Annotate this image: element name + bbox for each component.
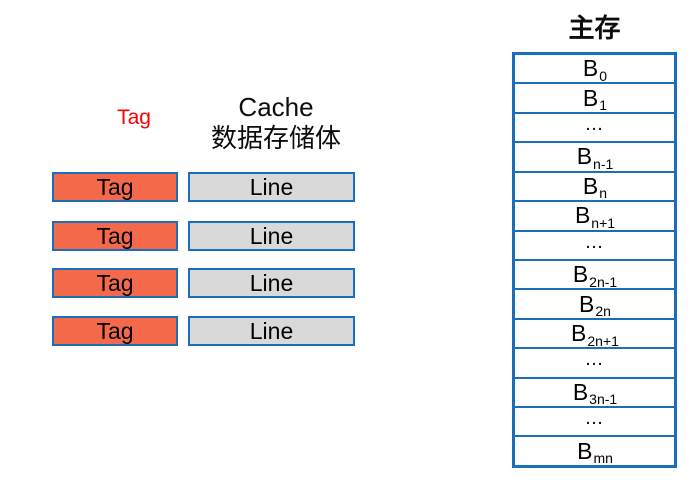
- tag-box: Tag: [52, 221, 178, 251]
- block-subscript: n: [599, 185, 608, 202]
- block-subscript: 3n-1: [589, 391, 618, 408]
- line-box: Line: [188, 268, 355, 298]
- block-label: …: [584, 349, 605, 371]
- block-label: B: [582, 84, 599, 111]
- block-label: B: [572, 378, 589, 405]
- block-label: B: [577, 437, 593, 464]
- cache-header-line2: 数据存储体: [210, 123, 341, 153]
- block-subscript: n-1: [593, 155, 614, 172]
- tag-column-header: Tag: [117, 106, 151, 129]
- block-label: …: [584, 231, 605, 253]
- block-label: B: [576, 143, 593, 170]
- tag-box: Tag: [52, 316, 178, 346]
- block-subscript: n+1: [591, 214, 616, 231]
- block-label: B: [571, 320, 587, 346]
- cache-column-header: Cache 数据存储体: [190, 92, 362, 154]
- block-label: B: [572, 261, 589, 288]
- memory-ellipsis-row: …: [515, 349, 674, 379]
- tag-box: Tag: [52, 268, 178, 298]
- block-subscript: 2n-1: [589, 273, 618, 290]
- tag-box: Tag: [52, 172, 178, 202]
- cache-header-line1: Cache: [238, 92, 314, 122]
- block-label: B: [582, 172, 599, 199]
- block-subscript: 0: [599, 67, 608, 84]
- line-box: Line: [188, 172, 355, 202]
- block-label: …: [584, 408, 605, 430]
- memory-ellipsis-row: …: [515, 408, 674, 438]
- block-subscript: 2n: [595, 303, 611, 320]
- line-box: Line: [188, 221, 355, 251]
- line-box: Line: [188, 316, 355, 346]
- block-subscript: 1: [599, 97, 608, 114]
- memory-ellipsis-row: …: [515, 114, 674, 144]
- memory-ellipsis-row: …: [515, 232, 674, 261]
- block-label: B: [582, 55, 599, 82]
- block-label: …: [584, 114, 605, 136]
- block-subscript: mn: [593, 450, 613, 467]
- block-label: B: [574, 202, 591, 229]
- block-label: B: [579, 290, 595, 317]
- main-memory-title: 主存: [568, 13, 621, 43]
- block-subscript: 2n+1: [587, 332, 619, 349]
